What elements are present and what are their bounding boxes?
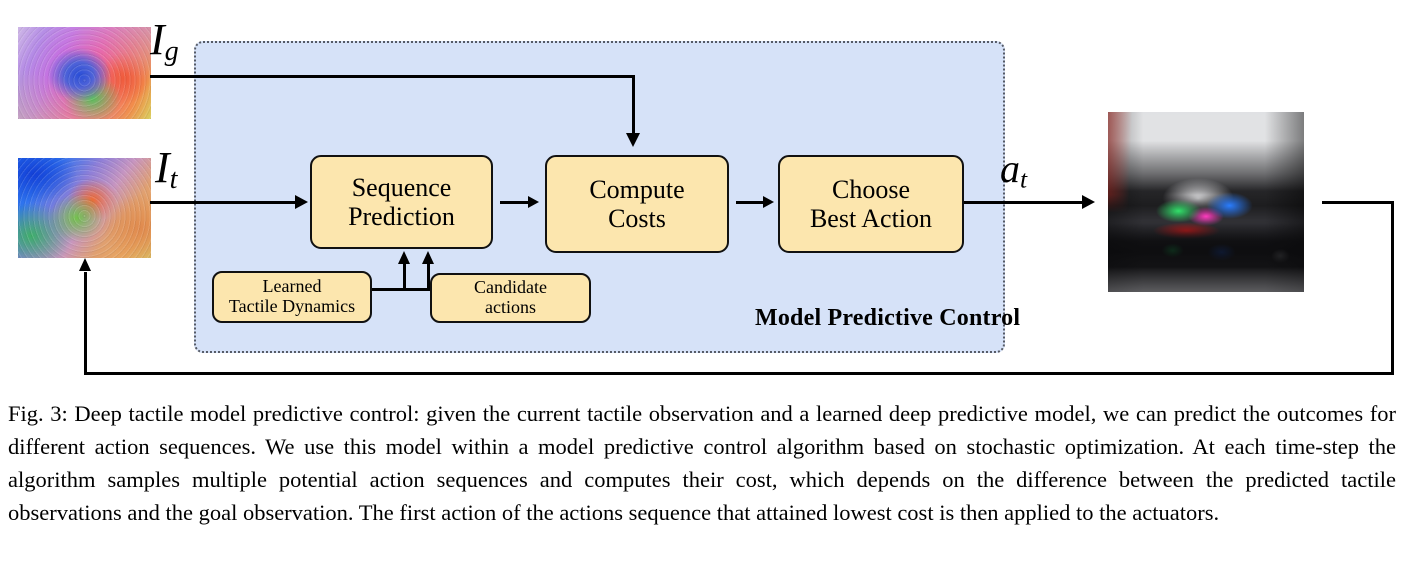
action-label-base: a bbox=[1000, 146, 1020, 191]
seq-to-cost-connector bbox=[500, 201, 530, 204]
candidate-arrowhead bbox=[422, 251, 434, 264]
goal-image-arrowhead bbox=[626, 133, 640, 147]
current-image-label-sub: t bbox=[169, 164, 178, 196]
dynamics-connector-vertical bbox=[403, 264, 406, 290]
candidate-connector-vertical bbox=[427, 264, 430, 290]
goal-image-label-sub: g bbox=[164, 36, 179, 68]
figure-caption: Fig. 3: Deep tactile model predictive co… bbox=[8, 401, 1396, 525]
seq-to-cost-arrowhead bbox=[528, 196, 539, 208]
current-tactile-observation-image bbox=[18, 158, 151, 258]
goal-image-label-base: I bbox=[150, 15, 165, 64]
feedback-connector-top bbox=[1322, 201, 1394, 204]
feedback-arrowhead bbox=[79, 258, 91, 271]
feedback-connector-left bbox=[84, 272, 87, 374]
robot-gelsight-photo bbox=[1108, 112, 1304, 292]
goal-tactile-observation-image bbox=[18, 27, 151, 119]
feedback-connector-right bbox=[1391, 201, 1394, 375]
goal-image-connector-vertical bbox=[632, 75, 635, 135]
current-image-label-base: I bbox=[155, 143, 170, 192]
dynamics-connector-horizontal bbox=[372, 288, 406, 291]
cost-to-best-connector bbox=[736, 201, 766, 204]
action-output-connector bbox=[963, 201, 1085, 204]
action-label: at bbox=[1000, 145, 1027, 195]
model-predictive-control-label: Model Predictive Control bbox=[755, 305, 1021, 331]
goal-image-label: Ig bbox=[150, 14, 179, 68]
action-label-sub: t bbox=[1020, 164, 1028, 194]
current-image-label: It bbox=[155, 142, 177, 196]
action-output-arrowhead bbox=[1082, 195, 1095, 209]
dynamics-arrowhead bbox=[398, 251, 410, 264]
current-image-connector bbox=[150, 201, 298, 204]
cost-to-best-arrowhead bbox=[763, 196, 774, 208]
goal-image-connector-horizontal bbox=[150, 75, 635, 78]
candidate-connector-horizontal bbox=[404, 288, 434, 291]
feedback-connector-bottom bbox=[84, 372, 1394, 375]
current-image-arrowhead bbox=[295, 195, 308, 209]
